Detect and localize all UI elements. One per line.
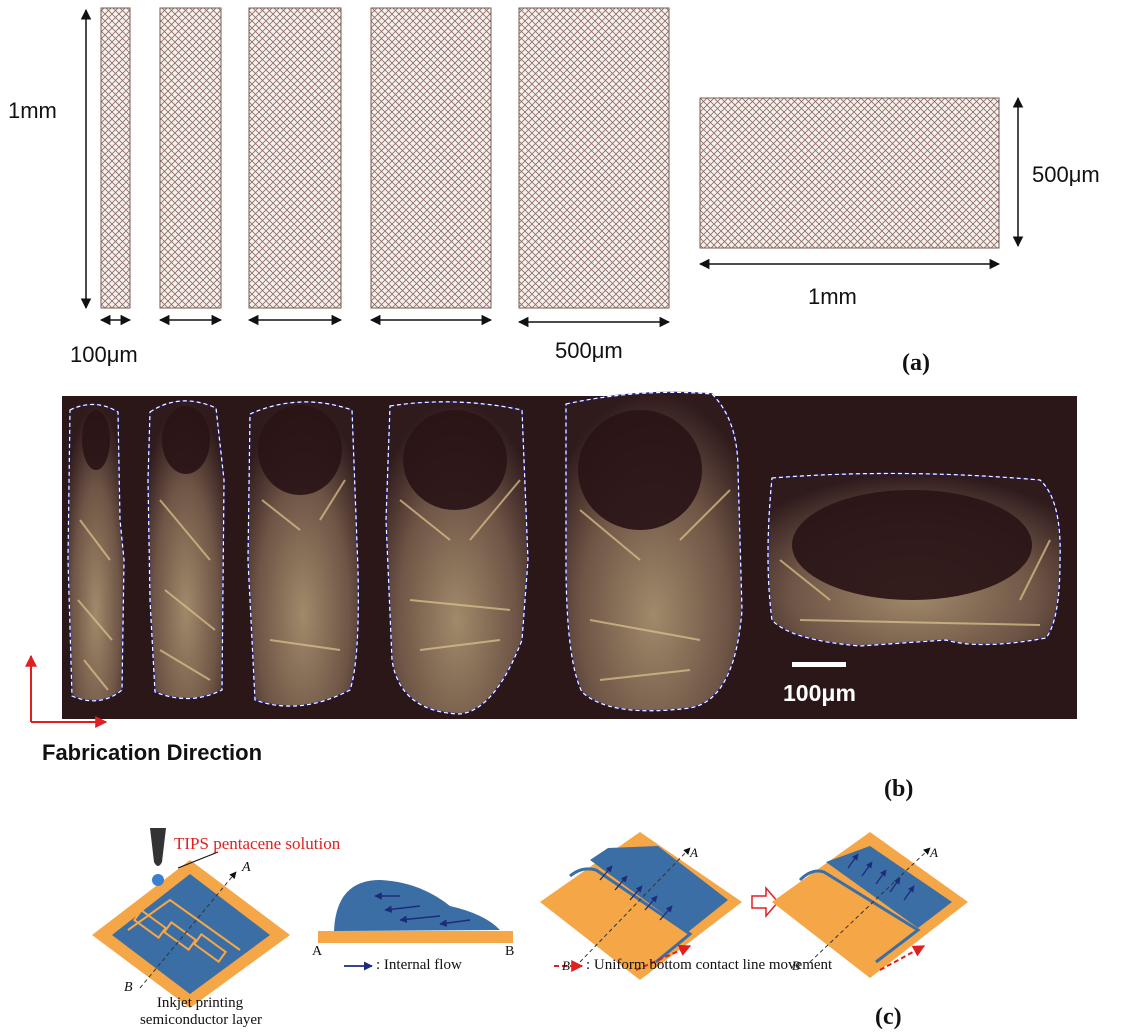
- transition-arrow: [751, 885, 779, 919]
- pattern-400um: [370, 7, 492, 309]
- pattern-300um: [248, 7, 342, 309]
- panel-c-label: (c): [875, 1004, 902, 1030]
- rect-width-1mm-label: 1mm: [808, 284, 857, 309]
- cross-section-point-b: B: [505, 944, 515, 959]
- fabrication-direction-label: Fabrication Direction: [42, 740, 263, 765]
- printing-point-b: B: [124, 980, 133, 995]
- internal-flow-legend: : Internal flow: [376, 957, 462, 973]
- diagram3-point-a: A: [930, 845, 938, 860]
- diagram2-point-b: B: [562, 958, 570, 973]
- pattern-rect-1mm-500um: [699, 97, 1000, 249]
- fabrication-direction-axes: [25, 654, 108, 728]
- scale-bar-label: 100μm: [783, 680, 856, 706]
- pattern-500um: [518, 7, 670, 309]
- printing-caption-line1: Inkjet printing: [156, 995, 244, 1011]
- width-500um-label: 500μm: [555, 338, 623, 363]
- pattern-200um: [159, 7, 222, 309]
- schematic-contact-line-1: [540, 832, 779, 980]
- panel-b-label: (b): [884, 776, 914, 802]
- printing-point-a: A: [242, 860, 251, 875]
- printing-caption-line2: semiconductor layer: [139, 1012, 263, 1028]
- diagram3-point-b: B: [792, 958, 800, 973]
- panel-a-patterns: [100, 7, 1000, 309]
- width-100um-label: 100μm: [70, 342, 138, 367]
- height-1mm-label: 1mm: [8, 98, 57, 123]
- contact-line-legend: : Uniform bottom contact line movement: [586, 957, 833, 973]
- scale-bar: [792, 662, 846, 667]
- nozzle: [150, 828, 166, 866]
- micrograph: [62, 391, 1077, 719]
- diagram2-point-a: A: [690, 845, 698, 860]
- droplet: [152, 874, 164, 886]
- schematic-contact-line-2: [554, 832, 968, 978]
- panel-a-dimension-arrows: [80, 8, 1024, 328]
- schematic-cross-section: [318, 880, 513, 971]
- pattern-100um: [100, 7, 131, 309]
- rect-height-500um-label: 500μm: [1032, 162, 1100, 187]
- schematic-printing: [92, 828, 290, 1008]
- tips-pentacene-label: TIPS pentacene solution: [174, 834, 341, 853]
- panel-a-label: (a): [902, 350, 930, 376]
- cross-section-point-a: A: [312, 944, 323, 959]
